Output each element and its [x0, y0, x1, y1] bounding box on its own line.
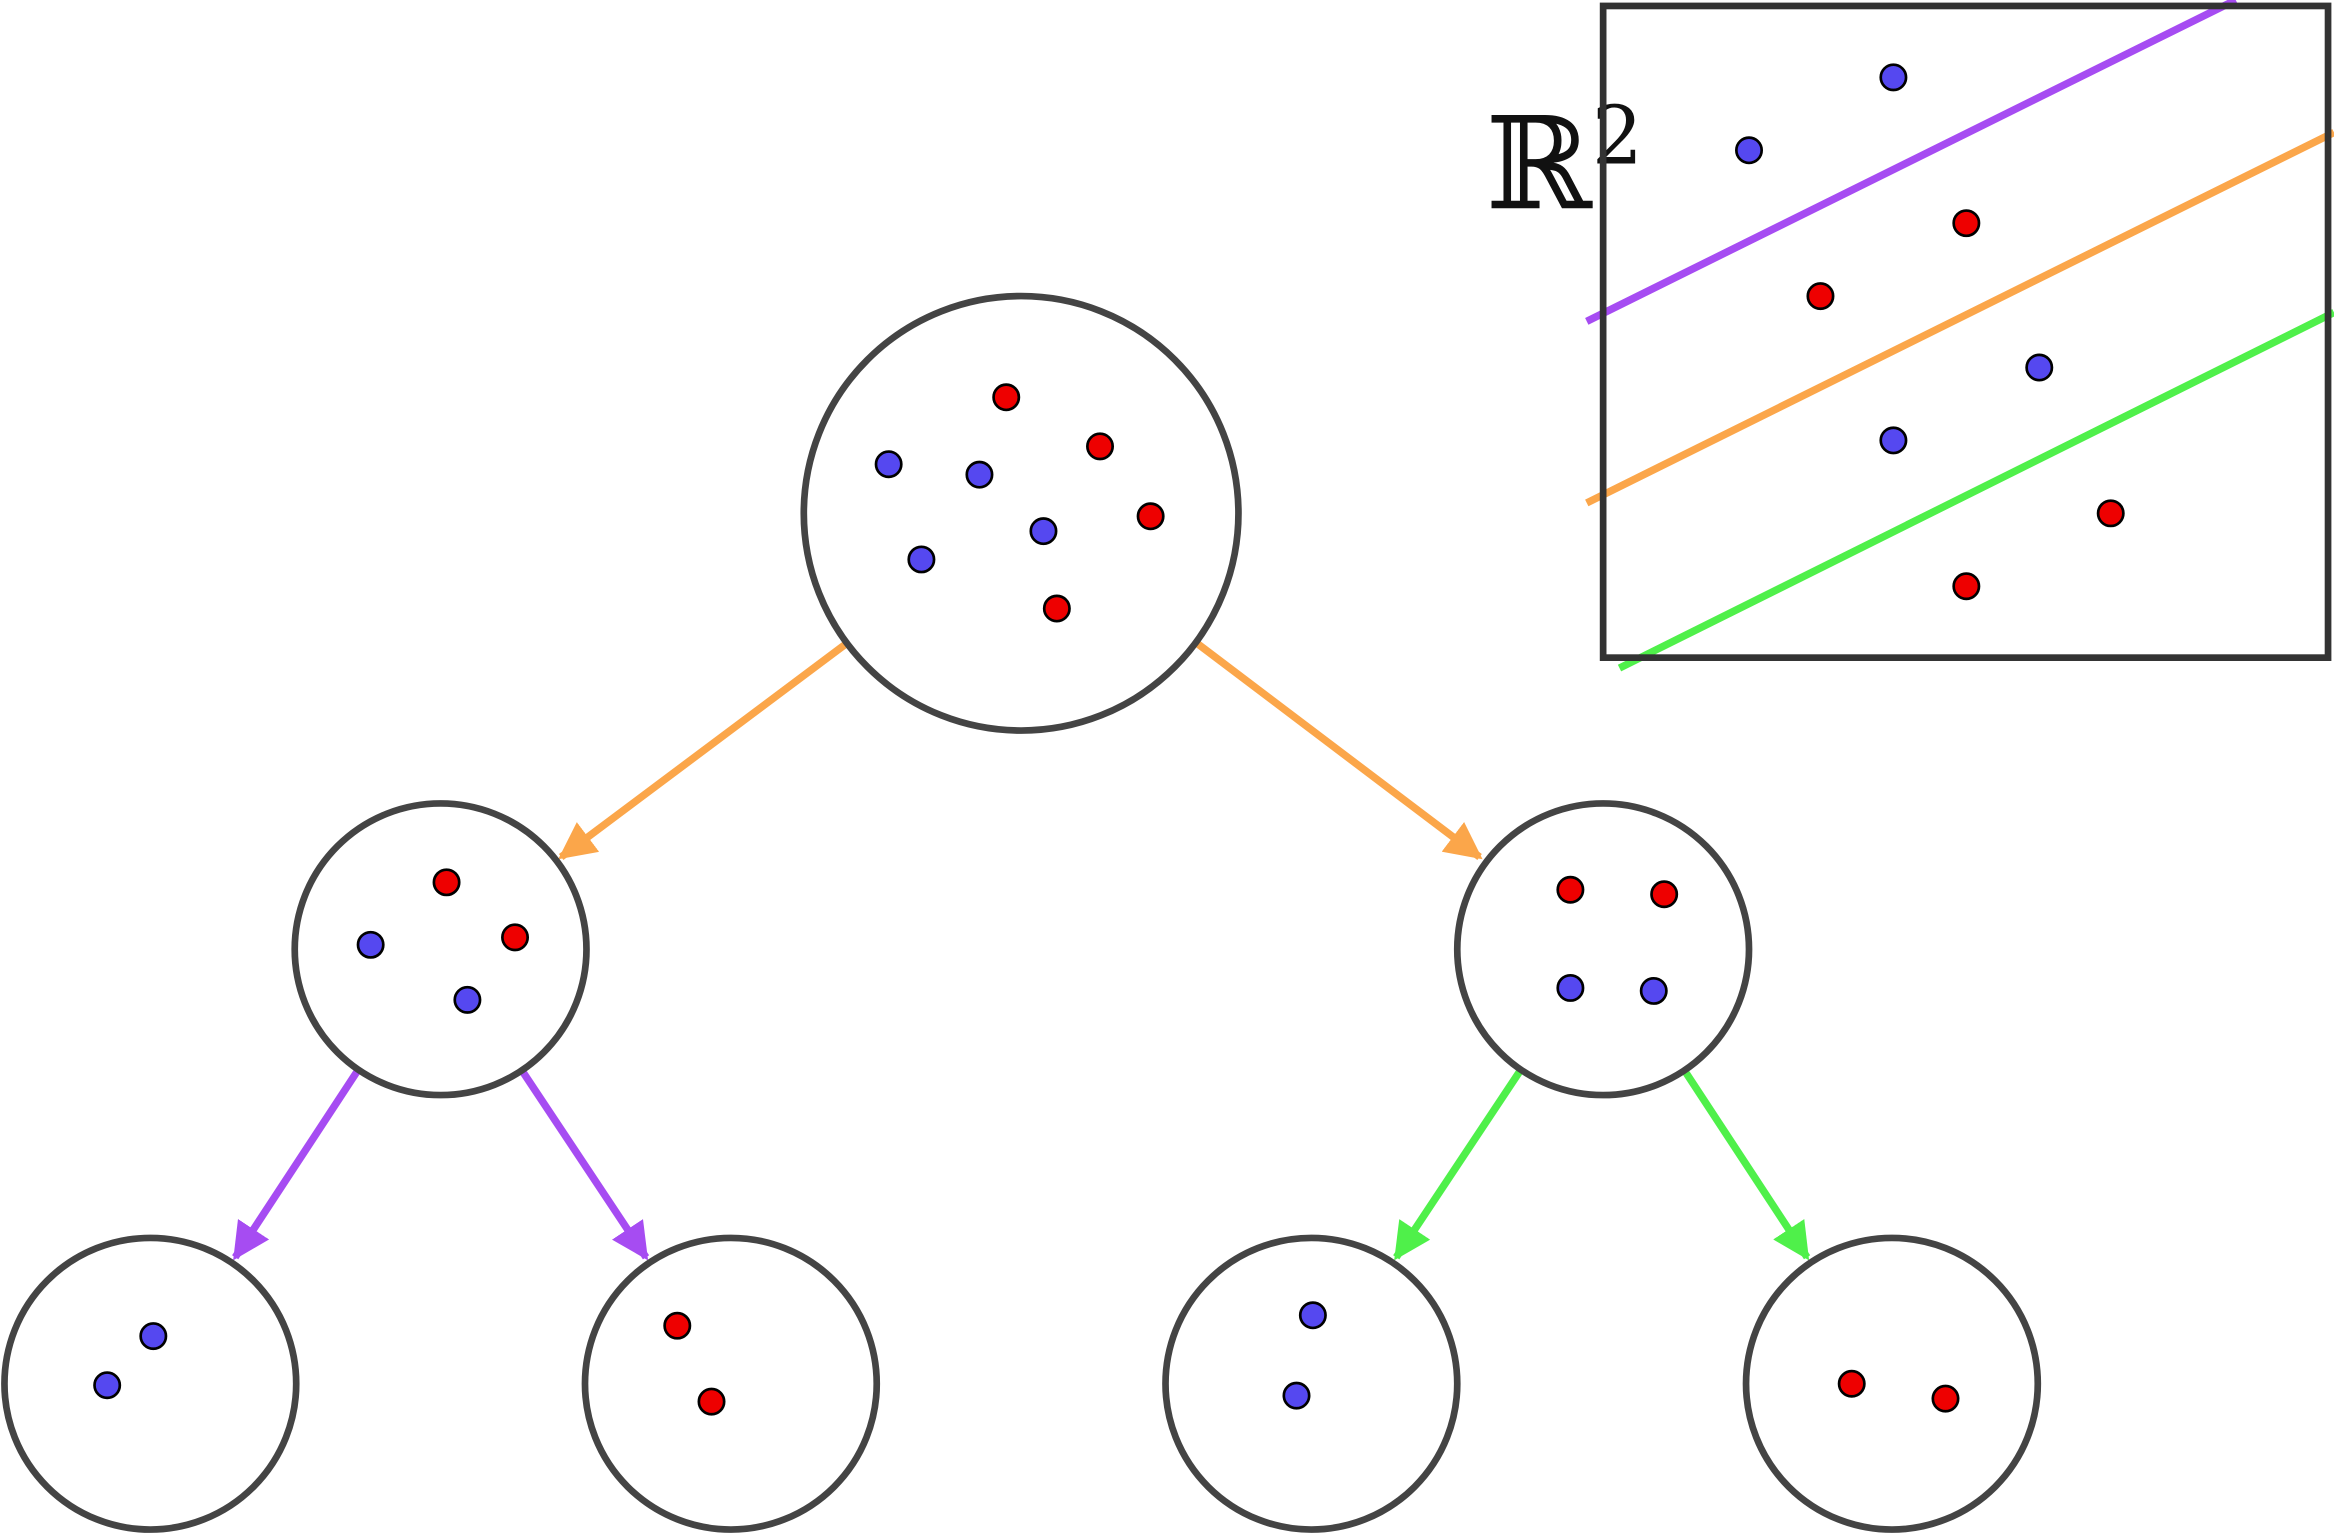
point-red [1931, 1384, 1960, 1413]
point-red [501, 923, 530, 952]
point-blue [965, 460, 994, 489]
point-blue [1879, 63, 1908, 92]
point-red [1952, 572, 1981, 601]
point-blue [874, 450, 903, 479]
plane-label: ℝ2 [1486, 89, 1644, 240]
tree-leaf-2 [581, 1234, 881, 1533]
split-line-orange [1585, 129, 2334, 507]
point-red [663, 1311, 692, 1340]
point-blue [356, 930, 385, 959]
edge-root-to-left [558, 641, 848, 860]
point-blue [1556, 973, 1585, 1002]
point-blue [453, 985, 482, 1014]
tree-leaf-1 [1, 1234, 300, 1533]
tree-node-left [291, 800, 590, 1099]
point-blue [2025, 353, 2054, 382]
tree-leaf-3 [1162, 1234, 1461, 1533]
plane-inset: ℝ2 [1486, 0, 2334, 672]
plane-label-exponent: 2 [1592, 89, 1643, 183]
point-blue [1298, 1301, 1327, 1330]
point-red [1042, 594, 1071, 623]
edge-right-to-leaf4 [1681, 1069, 1811, 1261]
point-red [1086, 432, 1115, 461]
point-red [1136, 502, 1165, 531]
point-red [697, 1387, 726, 1416]
point-red [1837, 1369, 1866, 1398]
point-red [2096, 499, 2125, 528]
point-blue [1879, 426, 1908, 455]
tree-node-root [800, 292, 1242, 734]
tree-node-right [1453, 800, 1753, 1099]
split-line-green [1617, 309, 2334, 672]
point-red [1806, 282, 1835, 311]
point-red [992, 383, 1021, 412]
point-red [1650, 880, 1679, 909]
point-blue [907, 545, 936, 574]
edge-left-to-leaf2 [519, 1069, 650, 1261]
plane-label-base: ℝ [1486, 90, 1594, 239]
point-blue [1639, 976, 1668, 1005]
tree-leaf-4 [1742, 1234, 2042, 1533]
point-red [1556, 875, 1585, 904]
point-red [1952, 209, 1981, 238]
split-line-purple [1585, 0, 2238, 325]
point-blue [1282, 1381, 1311, 1410]
tree-edges [232, 641, 1811, 1261]
plane-frame [1599, 2, 2332, 661]
edge-root-to-right [1196, 641, 1483, 860]
point-blue [1029, 517, 1058, 546]
point-blue [93, 1371, 122, 1400]
edge-right-to-leaf3 [1393, 1069, 1523, 1261]
point-red [432, 868, 461, 897]
point-blue [1735, 136, 1764, 165]
edge-left-to-leaf1 [232, 1069, 361, 1261]
point-blue [139, 1322, 168, 1351]
